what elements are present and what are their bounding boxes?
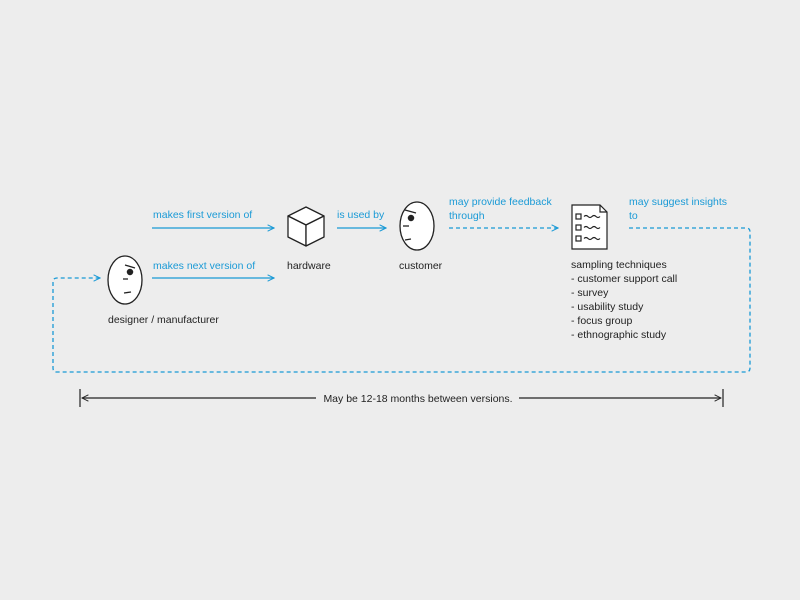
sampling-item: - survey [571, 287, 609, 299]
customer-face-icon [399, 201, 435, 251]
next-version-label: makes next version of [153, 260, 255, 272]
document-checklist-icon [571, 204, 608, 250]
cube-icon [287, 206, 325, 247]
timeline-label: May be 12-18 months between versions. [323, 393, 512, 405]
customer-label: customer [399, 260, 443, 272]
hardware-label: hardware [287, 260, 331, 272]
first-version-label: makes first version of [153, 209, 252, 221]
sampling-item: - customer support call [571, 273, 677, 285]
insights-loop-arrow [52, 227, 751, 373]
sampling-item: - focus group [571, 315, 632, 327]
feedback-label-line2: through [449, 210, 485, 222]
insights-label-line2: to [629, 210, 638, 222]
sampling-item: - ethnographic study [571, 329, 667, 341]
sampling-title: sampling techniques [571, 259, 667, 271]
feedback-label-line1: may provide feedback [449, 196, 552, 208]
designer-label: designer / manufacturer [108, 314, 219, 326]
insights-label-line1: may suggest insights [629, 196, 727, 208]
used-by-label: is used by [337, 209, 385, 221]
sampling-item: - usability study [571, 301, 644, 313]
designer-face-icon [107, 255, 143, 305]
